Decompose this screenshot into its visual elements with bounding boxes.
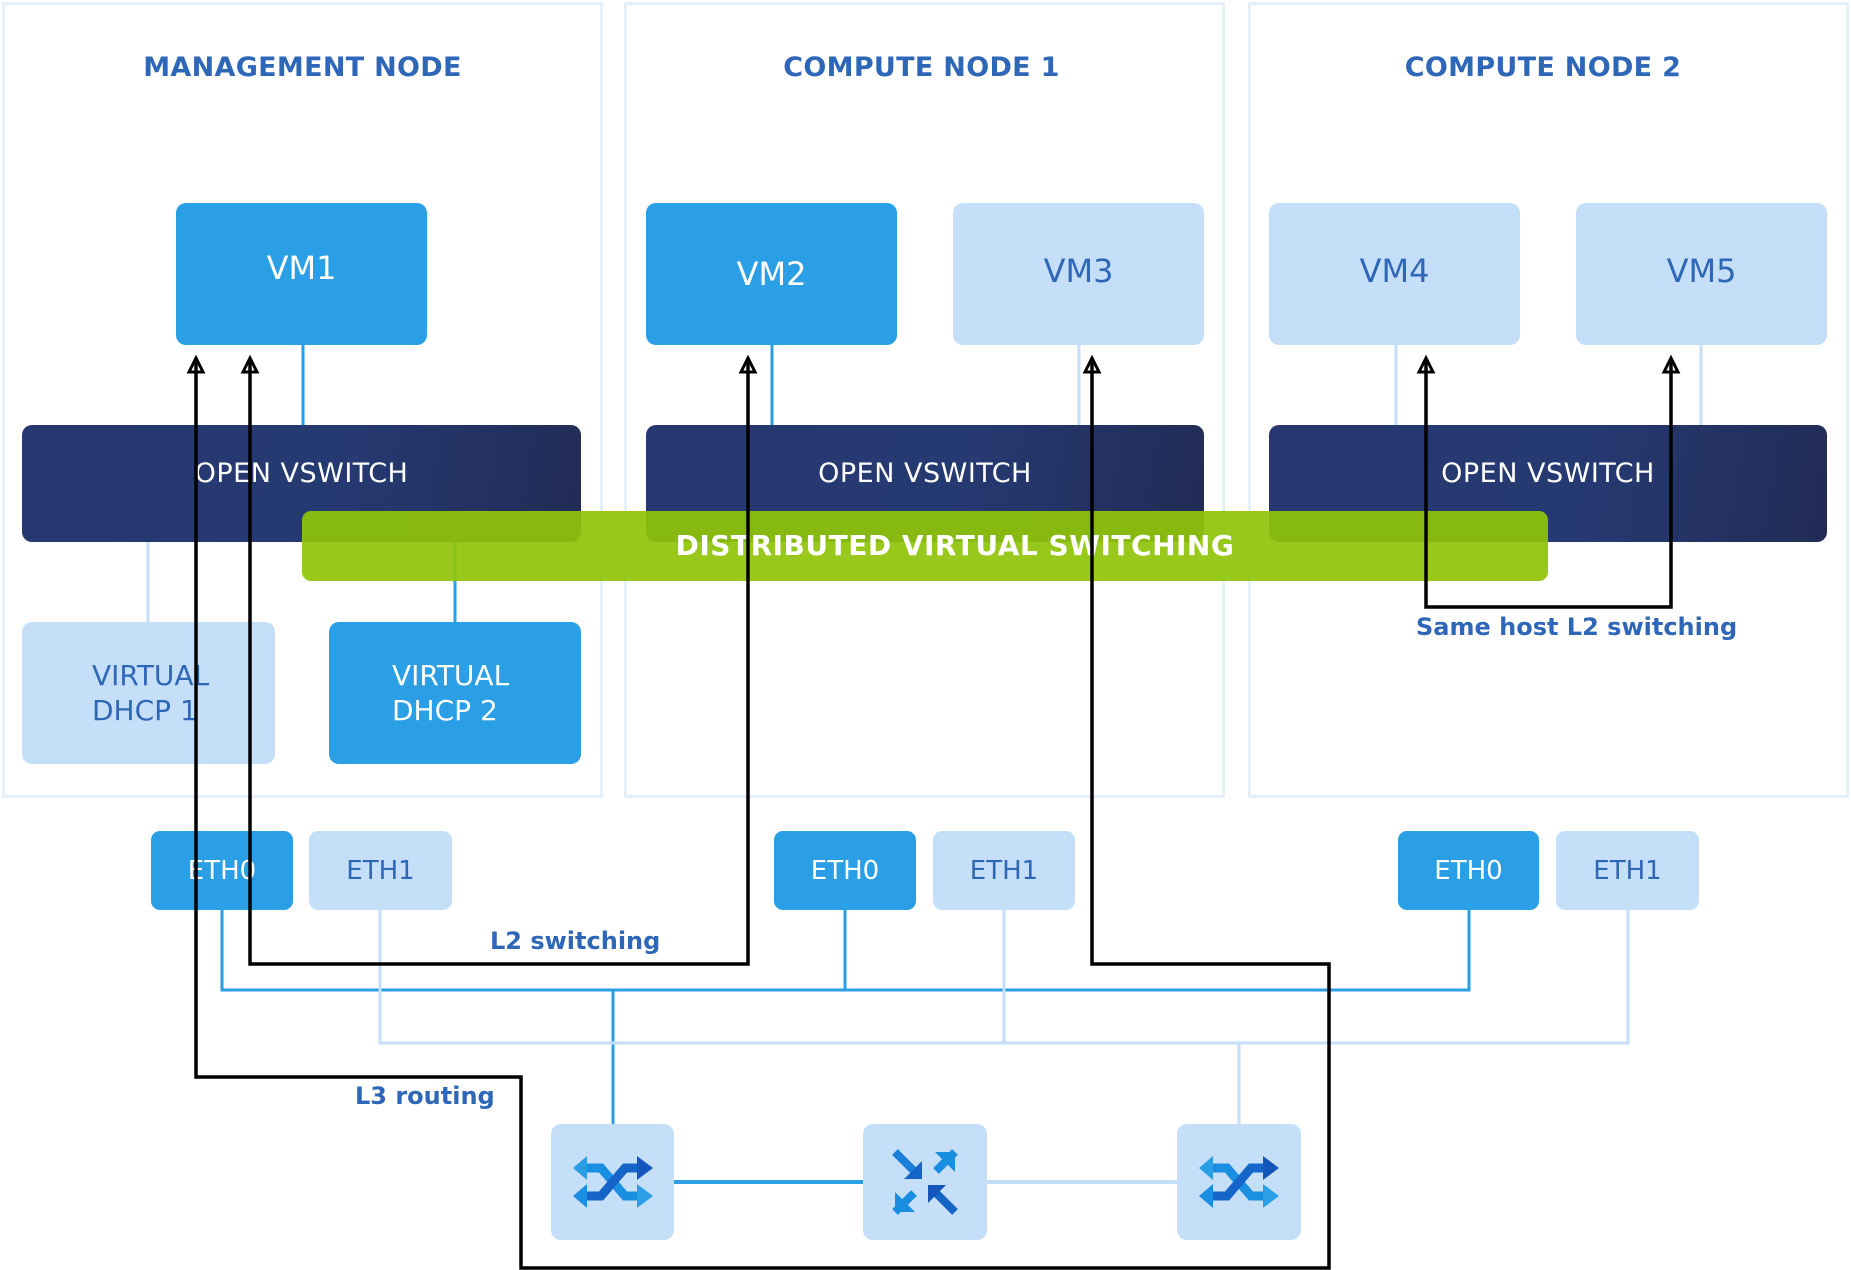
vm1-box[interactable]: VM1 bbox=[176, 203, 427, 345]
compute-node-2-panel bbox=[1248, 2, 1849, 798]
cn1-eth0[interactable]: ETH0 bbox=[774, 831, 916, 910]
same-host-l2-switching-label: Same host L2 switching bbox=[1416, 613, 1738, 641]
l2-switching-label: L2 switching bbox=[490, 927, 661, 955]
crossing-arrows-icon bbox=[1199, 1156, 1279, 1208]
vm2-box[interactable]: VM2 bbox=[646, 203, 897, 345]
vm3-box[interactable]: VM3 bbox=[953, 203, 1204, 345]
mgmt-eth1[interactable]: ETH1 bbox=[309, 831, 452, 910]
virtual-dhcp-1-box[interactable]: VIRTUAL DHCP 1 bbox=[22, 622, 275, 764]
dhcp-2-line1: VIRTUAL bbox=[392, 659, 510, 692]
converging-arrows-icon bbox=[892, 1149, 958, 1215]
cn2-eth1[interactable]: ETH1 bbox=[1556, 831, 1699, 910]
management-node-title: MANAGEMENT NODE bbox=[143, 52, 462, 83]
distributed-virtual-switching-banner: DISTRIBUTED VIRTUAL SWITCHING bbox=[302, 511, 1548, 581]
dhcp-1-line2: DHCP 1 bbox=[92, 694, 198, 727]
l3-routing-label: L3 routing bbox=[355, 1082, 495, 1110]
vm4-box[interactable]: VM4 bbox=[1269, 203, 1520, 345]
vm5-box[interactable]: VM5 bbox=[1576, 203, 1827, 345]
physical-switch-3[interactable] bbox=[1177, 1124, 1301, 1240]
physical-switch-1[interactable] bbox=[551, 1124, 674, 1240]
virtual-dhcp-2-box[interactable]: VIRTUAL DHCP 2 bbox=[329, 622, 581, 764]
compute-node-1-title: COMPUTE NODE 1 bbox=[783, 52, 1060, 83]
compute-node-2-title: COMPUTE NODE 2 bbox=[1404, 52, 1682, 83]
compute-node-1-panel bbox=[624, 2, 1225, 798]
eth0-network-bus bbox=[220, 910, 1471, 992]
cn2-eth0[interactable]: ETH0 bbox=[1398, 831, 1539, 910]
dhcp-1-line1: VIRTUAL bbox=[92, 659, 210, 692]
crossing-arrows-icon bbox=[572, 1156, 653, 1208]
mgmt-eth0[interactable]: ETH0 bbox=[151, 831, 293, 910]
dhcp-2-line2: DHCP 2 bbox=[392, 694, 498, 727]
cn1-eth1[interactable]: ETH1 bbox=[933, 831, 1075, 910]
physical-switch-2[interactable] bbox=[863, 1124, 987, 1240]
